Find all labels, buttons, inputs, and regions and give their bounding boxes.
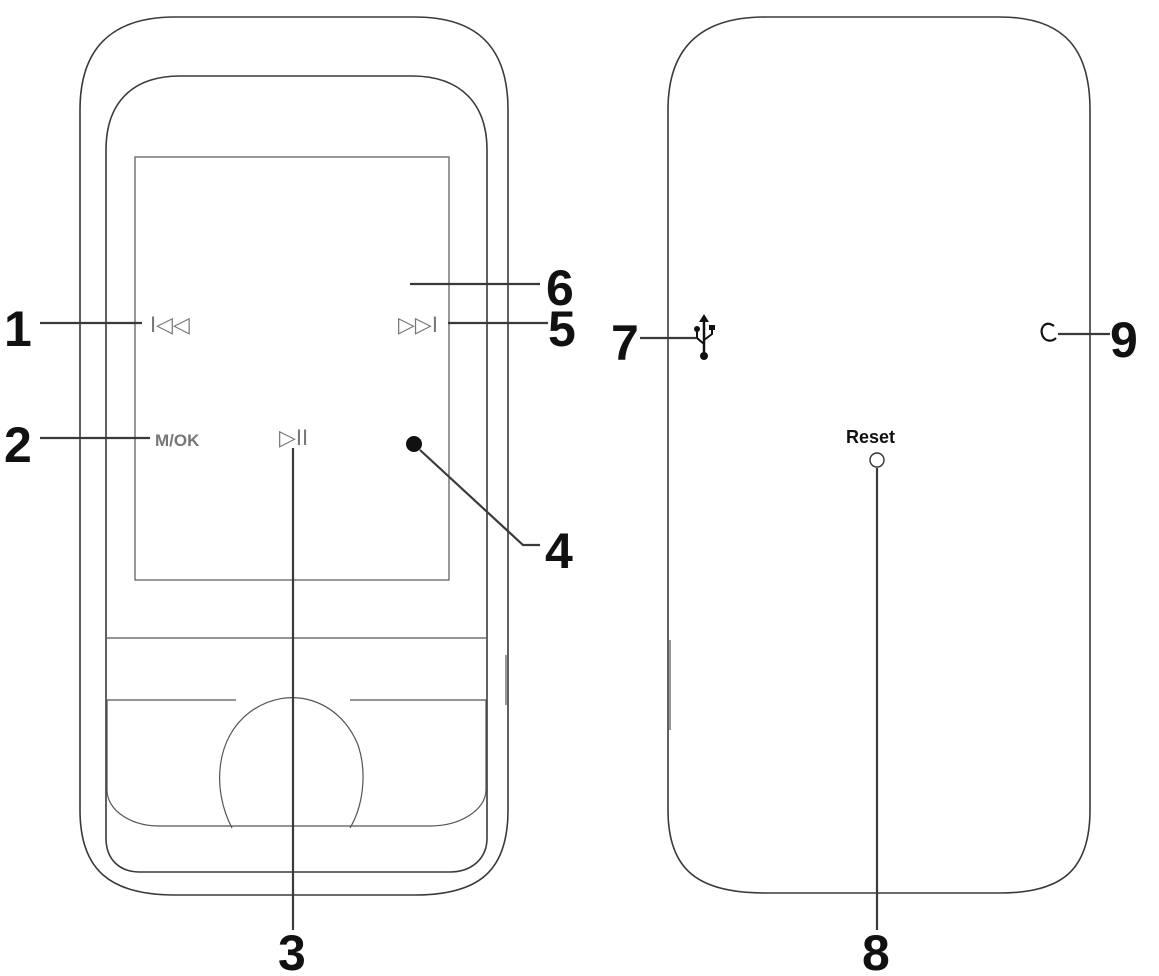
usb-icon [694,314,715,360]
callout-7: 7 [611,315,639,371]
reset-label: Reset [846,427,895,447]
front-bezel [105,75,488,873]
next-button[interactable]: ▷▷I [398,312,438,337]
callout-2: 2 [4,417,32,473]
callout-4: 4 [545,523,573,579]
callout-6: 6 [546,260,574,316]
back-view: Reset [667,16,1091,894]
callout-3: 3 [278,925,306,976]
callout-1: 1 [4,301,32,357]
play-pause-symbol: ▷II [279,425,308,450]
callout-9: 9 [1110,312,1138,368]
prev-button[interactable]: I◁◁ [150,312,190,337]
callout-8: 8 [862,925,890,976]
play-pause-button[interactable] [219,697,364,829]
front-view: I◁◁ ▷▷I ▷II M/OK [79,16,509,896]
record-button[interactable] [406,436,422,452]
callout-5: 5 [548,301,576,357]
front-body-outline [79,16,509,896]
menu-ok-button[interactable]: M/OK [155,431,200,450]
bottom-buttons-outline [106,700,487,827]
leader-4 [419,449,540,547]
headphone-jack-icon [1040,322,1057,342]
reset-hole[interactable] [869,452,885,468]
back-body-outline [667,16,1091,894]
